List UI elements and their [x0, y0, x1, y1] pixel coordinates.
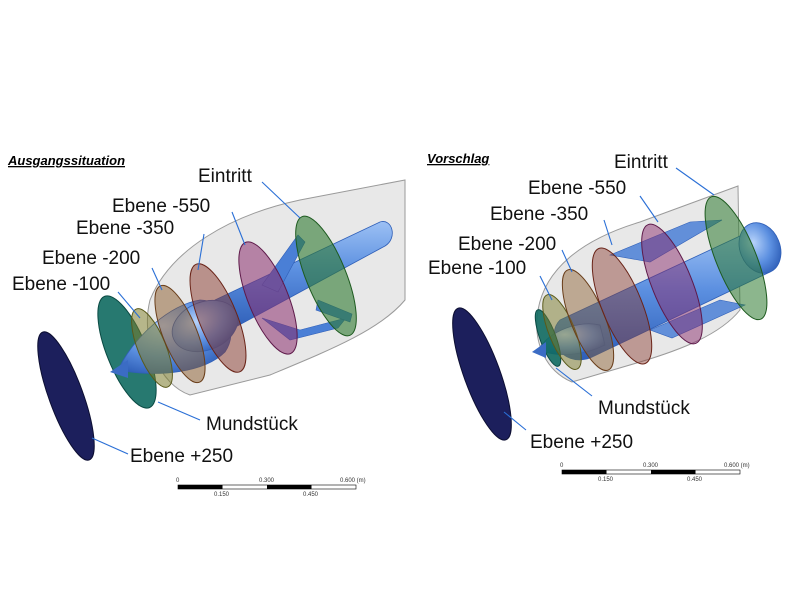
- label-ebene-minus350: Ebene -350: [490, 204, 588, 225]
- scale-bar: 0 0.300 0.600 (m) 0.150 0.450: [176, 478, 366, 498]
- label-ebene-minus350: Ebene -350: [76, 218, 174, 239]
- plane-ebene-minus100: [542, 294, 582, 370]
- leader-ebene-minus200: [151, 267, 163, 291]
- scale-tick: 0.600 (m): [724, 463, 750, 469]
- panel-title: Ausgangssituation: [7, 153, 125, 168]
- plane-ebene-minus350: [189, 263, 247, 373]
- leader-ebene-minus100: [539, 275, 553, 301]
- plane-ebene-plus250: [452, 307, 512, 441]
- label-ebene-minus100: Ebene -100: [12, 274, 110, 295]
- scale-tick: 0: [560, 463, 564, 469]
- tip-point: [532, 342, 546, 358]
- label-ebene-minus550: Ebene -550: [528, 178, 626, 199]
- leader-ebene-minus550: [639, 195, 659, 223]
- label-ebene-plus250: Ebene +250: [530, 432, 633, 453]
- panel-vorschlag: Vorschlag Eintritt Ebene -550 Ebene -350: [427, 151, 782, 483]
- scale-tick: 0.450: [687, 477, 703, 483]
- plane-ebene-minus550: [238, 241, 298, 355]
- leader-ebene-minus200: [561, 249, 573, 273]
- label-ebene-minus550: Ebene -550: [112, 196, 210, 217]
- plane-ebene-minus550: [641, 223, 703, 345]
- leader-eintritt: [261, 181, 301, 219]
- label-ebene-minus100: Ebene -100: [428, 258, 526, 279]
- tip-point: [110, 360, 128, 378]
- label-eintritt: Eintritt: [198, 166, 253, 187]
- label-ebene-minus200: Ebene -200: [42, 248, 140, 269]
- scale-bar: 0 0.300 0.600 (m) 0.150 0.450: [560, 463, 750, 483]
- plane-eintritt: [704, 195, 768, 321]
- scale-tick: 0.600 (m): [340, 478, 366, 484]
- leader-mundstueck: [157, 401, 201, 421]
- label-mundstueck: Mundstück: [598, 398, 690, 419]
- leader-eintritt: [675, 167, 715, 196]
- scale-tick: 0: [176, 478, 180, 484]
- leader-ebene-minus100: [117, 291, 141, 319]
- panel-ausgangssituation: Ausgangssituation Eintr: [7, 153, 406, 498]
- label-mundstueck: Mundstück: [206, 414, 298, 435]
- scale-tick: 0.450: [303, 492, 319, 498]
- leader-ebene-plus250: [503, 411, 527, 431]
- label-eintritt: Eintritt: [614, 152, 669, 173]
- leader-ebene-minus350: [197, 233, 205, 271]
- plane-ebene-plus250: [37, 331, 95, 461]
- panel-title: Vorschlag: [427, 151, 489, 166]
- leader-mundstueck: [555, 367, 593, 397]
- plane-ebene-minus350: [591, 247, 653, 365]
- scale-tick: 0.150: [214, 492, 230, 498]
- leader-ebene-minus350: [603, 219, 613, 246]
- leader-ebene-plus250: [91, 437, 129, 455]
- scale-tick: 0.150: [598, 477, 614, 483]
- label-ebene-plus250: Ebene +250: [130, 446, 233, 467]
- leader-ebene-minus550: [231, 211, 246, 246]
- label-ebene-minus200: Ebene -200: [458, 234, 556, 255]
- scale-tick: 0.300: [643, 463, 659, 469]
- scale-tick: 0.300: [259, 478, 275, 484]
- plane-eintritt: [295, 215, 357, 337]
